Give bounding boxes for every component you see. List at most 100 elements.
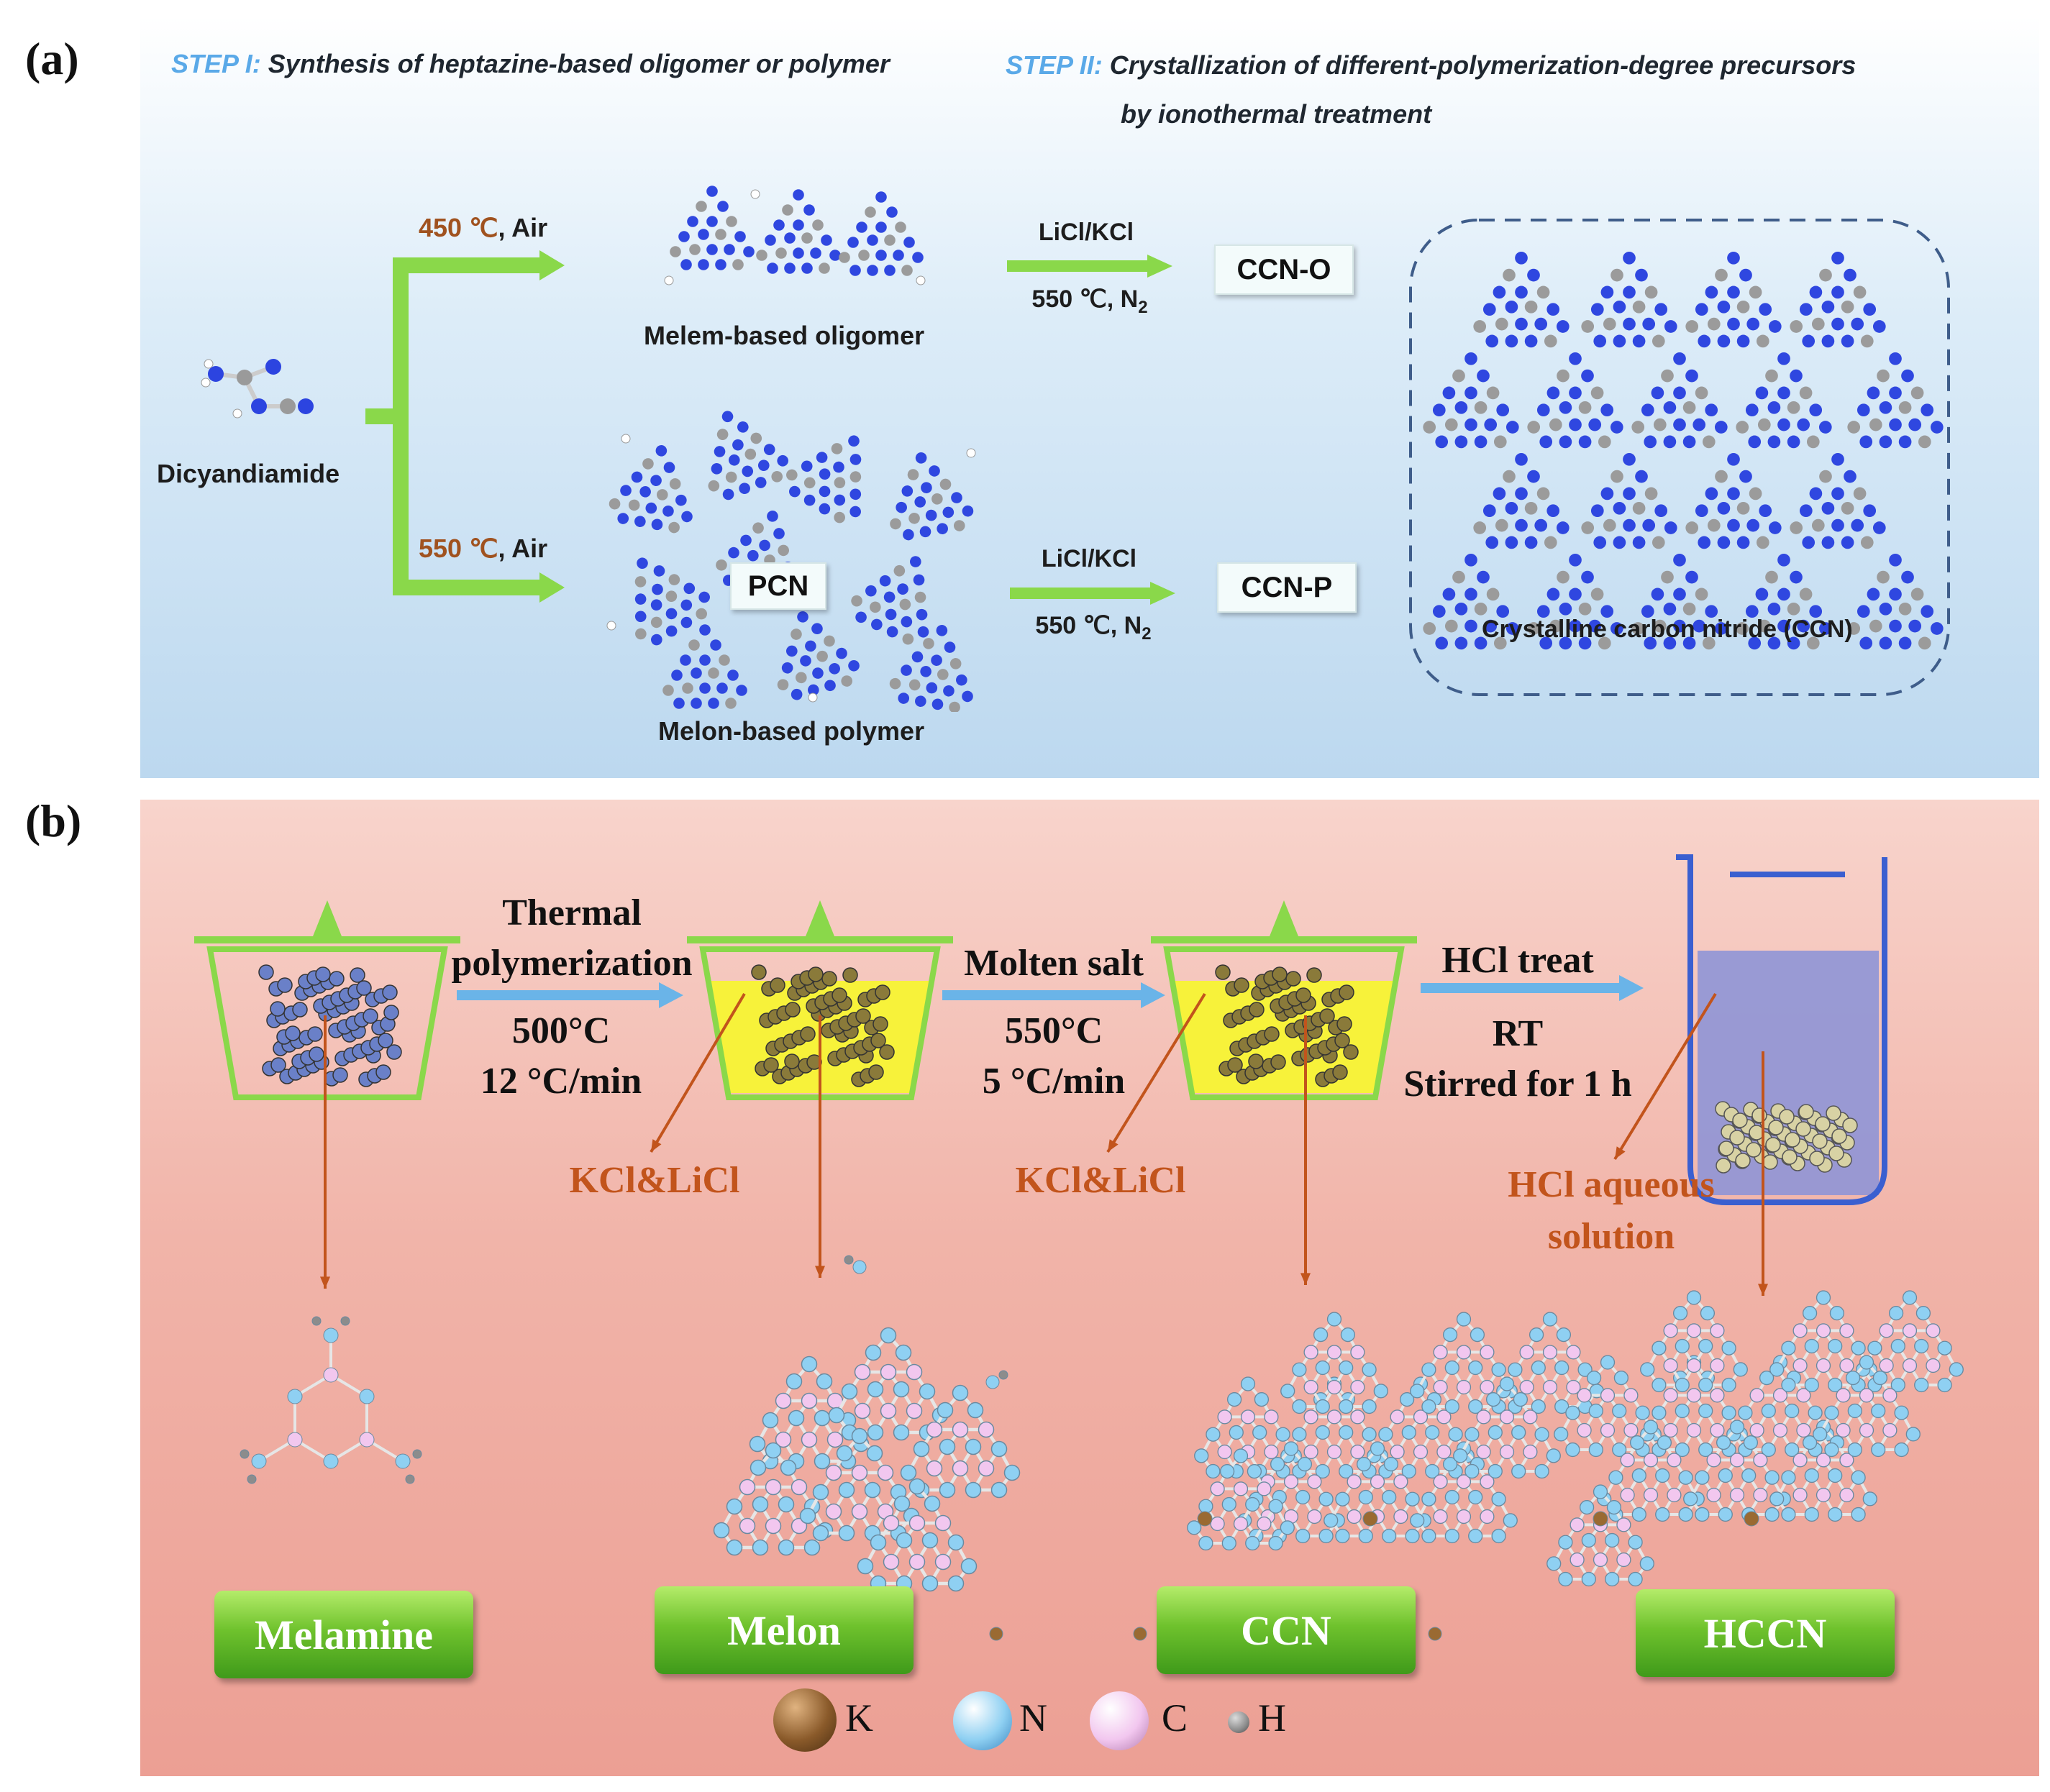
atom bbox=[719, 654, 730, 666]
atom bbox=[1370, 1474, 1385, 1489]
atom bbox=[886, 206, 898, 218]
atom bbox=[1590, 504, 1604, 518]
atom bbox=[1675, 1403, 1690, 1419]
hydrogen-atom bbox=[844, 1255, 854, 1265]
atom bbox=[1485, 536, 1499, 549]
atom bbox=[1505, 421, 1519, 434]
atom bbox=[1240, 1376, 1256, 1391]
atom bbox=[926, 682, 938, 694]
atom bbox=[652, 583, 663, 595]
atom bbox=[771, 470, 783, 483]
atom bbox=[1198, 1499, 1213, 1514]
atom bbox=[1554, 1427, 1569, 1442]
particle bbox=[329, 971, 345, 987]
atom bbox=[1663, 1358, 1678, 1373]
atom bbox=[1448, 1427, 1463, 1442]
atom bbox=[1315, 1360, 1330, 1376]
atom bbox=[901, 664, 912, 676]
particle bbox=[315, 966, 331, 982]
atom bbox=[865, 206, 876, 218]
atom bbox=[1600, 1388, 1616, 1403]
atom bbox=[1652, 536, 1665, 549]
atom bbox=[743, 246, 755, 257]
atom bbox=[1675, 1338, 1690, 1354]
atom bbox=[1863, 303, 1877, 316]
atom bbox=[1292, 1362, 1307, 1377]
atom bbox=[1821, 300, 1835, 314]
atom bbox=[1370, 1441, 1385, 1456]
atom bbox=[1268, 1499, 1283, 1514]
atom bbox=[1851, 317, 1864, 331]
atom bbox=[1652, 1405, 1667, 1420]
atom bbox=[810, 247, 821, 259]
particle bbox=[1334, 1033, 1350, 1048]
atom bbox=[681, 511, 693, 523]
atom bbox=[1872, 521, 1886, 534]
atom bbox=[634, 576, 647, 588]
atom bbox=[726, 1498, 743, 1515]
atom bbox=[1661, 369, 1674, 383]
atom bbox=[1673, 588, 1686, 601]
atom bbox=[1605, 1571, 1620, 1587]
particle bbox=[873, 1016, 888, 1032]
atom bbox=[1841, 501, 1854, 515]
atom bbox=[767, 511, 778, 522]
atom bbox=[765, 1517, 782, 1535]
atom bbox=[803, 1539, 821, 1556]
atom bbox=[715, 229, 726, 240]
atom bbox=[825, 1464, 842, 1481]
atom bbox=[824, 680, 836, 692]
crucible-knob bbox=[806, 900, 834, 936]
atom bbox=[1546, 1556, 1562, 1571]
atom bbox=[1480, 1379, 1495, 1395]
atom bbox=[1847, 1403, 1862, 1419]
atom bbox=[849, 506, 861, 518]
atom bbox=[962, 690, 973, 703]
atom bbox=[1785, 1403, 1800, 1419]
atom bbox=[1706, 1487, 1721, 1503]
atom bbox=[921, 1532, 939, 1549]
atom bbox=[937, 523, 948, 534]
atom bbox=[727, 669, 739, 681]
atom bbox=[870, 601, 881, 613]
atom bbox=[1558, 1571, 1573, 1587]
hccn-unit bbox=[1640, 1290, 1748, 1393]
particle bbox=[1339, 984, 1354, 1000]
crucible-body bbox=[206, 946, 448, 1100]
step2-tag: STEP II: bbox=[1006, 50, 1103, 80]
atom bbox=[1816, 1358, 1831, 1373]
atom bbox=[765, 234, 776, 246]
atom bbox=[1620, 1487, 1635, 1503]
step2-arrow-top bbox=[1007, 255, 1172, 278]
atom bbox=[908, 512, 920, 524]
atom bbox=[921, 482, 932, 493]
atom bbox=[834, 477, 846, 488]
atom bbox=[1393, 1474, 1408, 1489]
ccn-label: Crystalline carbon nitride (CCN) bbox=[1482, 616, 1853, 643]
oligomer-unit-2 bbox=[756, 189, 841, 274]
atom bbox=[1588, 619, 1602, 633]
atom bbox=[1586, 1370, 1602, 1386]
atom bbox=[1673, 619, 1686, 633]
hccn-unit bbox=[1546, 1484, 1654, 1587]
atom bbox=[949, 658, 962, 669]
atom bbox=[1623, 251, 1636, 265]
atom bbox=[1326, 1379, 1342, 1395]
atom bbox=[1857, 403, 1870, 417]
atom bbox=[1889, 553, 1902, 567]
atom bbox=[714, 446, 726, 457]
atom bbox=[1831, 518, 1844, 532]
atom bbox=[1792, 1323, 1808, 1338]
atom bbox=[680, 599, 693, 611]
atom bbox=[1902, 1323, 1918, 1338]
atom bbox=[1433, 1379, 1448, 1395]
atom bbox=[819, 262, 830, 274]
atom bbox=[897, 583, 908, 595]
condition-top-text: 550 ℃, N bbox=[1031, 285, 1139, 313]
atom bbox=[1693, 619, 1706, 633]
atom bbox=[1477, 570, 1490, 584]
atom bbox=[819, 485, 831, 498]
atom bbox=[1859, 435, 1873, 449]
atom bbox=[1700, 1305, 1716, 1321]
particle bbox=[1798, 1104, 1814, 1120]
